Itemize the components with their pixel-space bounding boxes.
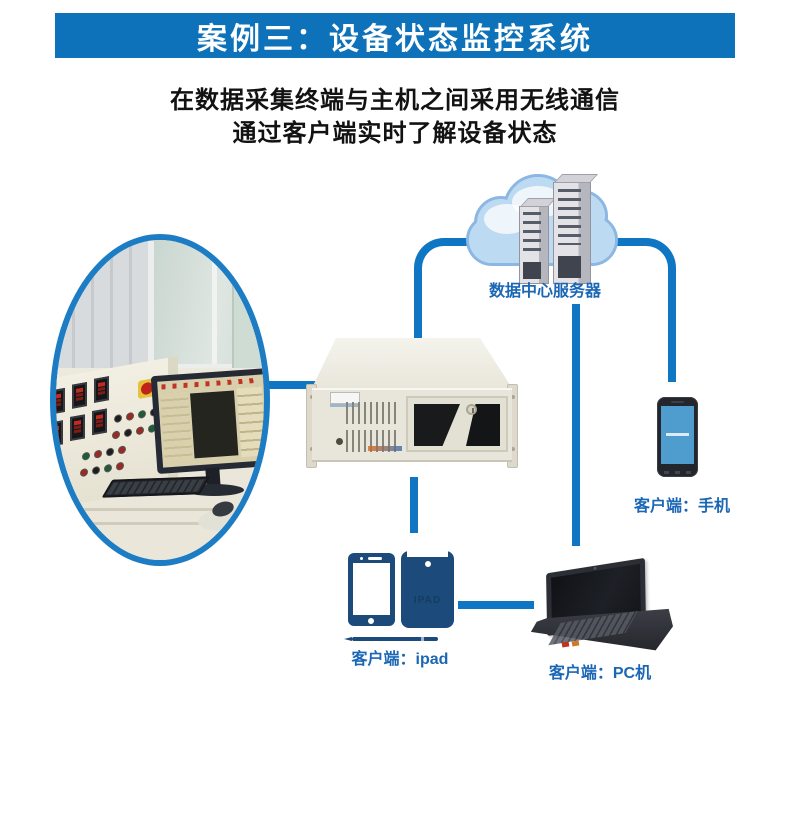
tablet-front — [348, 553, 395, 626]
connector-cloud-to-phone — [612, 238, 676, 382]
server-tower-large — [553, 174, 599, 284]
observation-window — [148, 240, 264, 382]
ipad-label: 客户端：ipad — [351, 651, 449, 668]
server-label: 数据中心服务器 — [488, 283, 601, 300]
tablet-back-text: IPAD — [413, 595, 442, 606]
intro-text: 在数据采集终端与主机之间采用无线通信 通过客户端实时了解设备状态 — [0, 84, 790, 150]
control-room-photo — [50, 234, 270, 566]
header-banner: 案例三：设备状态监控系统 — [55, 13, 735, 58]
connector-cloud-to-laptop — [572, 304, 580, 546]
tablet-back: IPAD — [401, 551, 454, 628]
stylus-pen — [344, 636, 438, 642]
keyboard — [101, 476, 211, 498]
page-title: 案例三：设备状态监控系统 — [197, 22, 593, 56]
smartphone-icon — [657, 397, 698, 477]
connector-ipad-to-laptop — [458, 601, 534, 609]
phone-label: 客户端：手机 — [633, 498, 730, 515]
laptop-label: 客户端：PC机 — [548, 665, 652, 682]
laptop-icon — [528, 556, 673, 656]
intro-line-1: 在数据采集终端与主机之间采用无线通信 — [170, 87, 620, 114]
intro-line-2: 通过客户端实时了解设备状态 — [232, 120, 558, 147]
connector-cloud-to-pc — [414, 238, 476, 338]
scada-monitor — [150, 368, 264, 474]
chassis-lock — [466, 404, 477, 415]
connector-pc-to-ipad — [410, 477, 418, 533]
server-tower-small — [519, 198, 557, 284]
connector-photo-to-pc — [262, 381, 332, 389]
